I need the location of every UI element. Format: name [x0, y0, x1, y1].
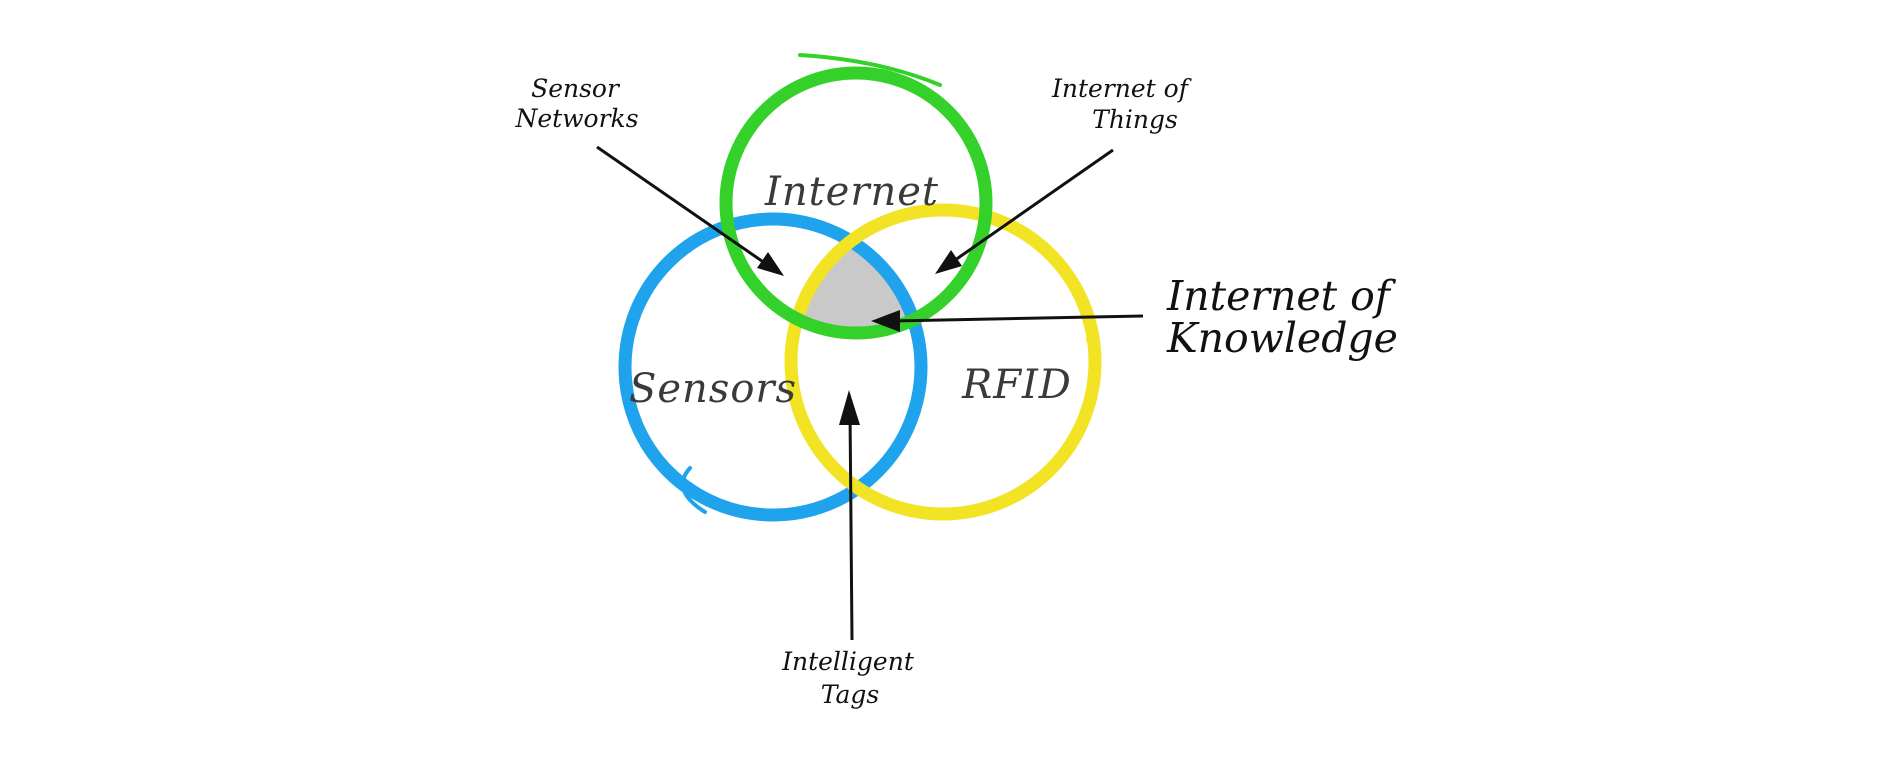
internet-of-things-arrow [947, 148, 1114, 267]
internet-of-things-label-line1: Internet of [1051, 74, 1192, 103]
sensor-networks-label-line2: Networks [514, 104, 638, 133]
internet-of-knowledge-label-line1: Internet of [1166, 272, 1397, 320]
sensor-networks-arrowhead [757, 252, 784, 276]
internet-label: Internet [764, 169, 939, 215]
sensors-circle [618, 212, 928, 522]
sensors-label: Sensors [629, 366, 797, 412]
internet-circle-tail [798, 53, 942, 87]
sensors-circle-tail [680, 466, 707, 514]
internet-of-things-label-line2: Things [1092, 105, 1178, 134]
sensor-networks-label-line1: Sensor [531, 74, 621, 103]
intelligent-tags-arrow [848, 409, 854, 641]
internet-of-things-arrowhead [935, 250, 962, 274]
internet-of-knowledge-arrowhead [871, 310, 900, 332]
triple-intersection [791, 219, 921, 333]
intelligent-tags-label-line1: Intelligent [781, 647, 915, 676]
intelligent-tags-arrowhead [839, 390, 860, 425]
sensor-networks-arrow [596, 145, 773, 270]
rfid-circle-tail [1086, 338, 1100, 374]
internet-of-knowledge-arrow [892, 314, 1144, 323]
internet-circle [719, 66, 993, 340]
intelligent-tags-label-line2: Tags [821, 680, 879, 709]
rfid-circle [784, 203, 1102, 521]
rfid-label: RFID [961, 362, 1072, 408]
internet-of-knowledge-label-line2: Knowledge [1166, 314, 1398, 362]
